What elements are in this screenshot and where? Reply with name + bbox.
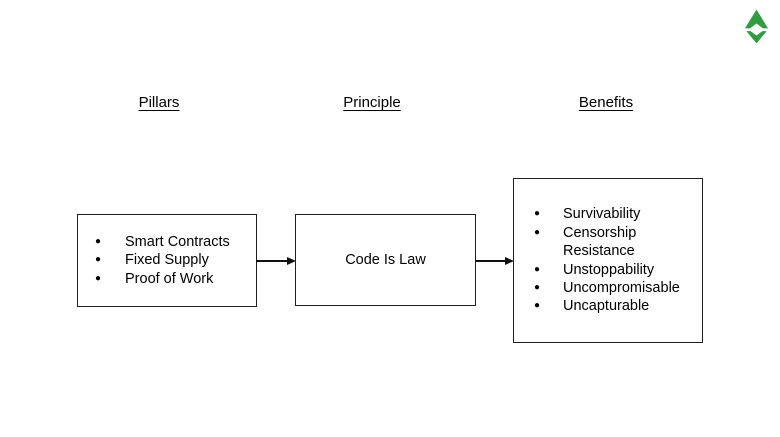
bullet-item: Uncompromisable (514, 279, 694, 298)
arrow-principle-to-benefits (476, 257, 514, 265)
bullet-item: Survivability (514, 205, 694, 224)
column-header-benefits: Benefits (578, 94, 634, 111)
principle-box: Code Is Law (295, 214, 476, 306)
arrow-pillars-to-principle (256, 257, 296, 265)
bullet-item: Censorship Resistance (514, 224, 694, 261)
pillars-list: Smart ContractsFixed SupplyProof of Work (78, 233, 256, 289)
column-header-pillars: Pillars (138, 94, 180, 111)
bullet-item: Proof of Work (78, 270, 248, 289)
bullet-item: Uncapturable (514, 297, 694, 316)
principle-label: Code Is Law (345, 252, 426, 268)
benefits-box: SurvivabilityCensorship ResistanceUnstop… (513, 178, 703, 343)
benefits-list: SurvivabilityCensorship ResistanceUnstop… (514, 205, 702, 316)
bullet-item: Smart Contracts (78, 233, 248, 252)
ethereum-classic-logo-icon (743, 9, 770, 44)
bullet-item: Unstoppability (514, 261, 694, 280)
bullet-item: Fixed Supply (78, 251, 248, 270)
column-header-principle: Principle (343, 94, 401, 111)
pillars-box: Smart ContractsFixed SupplyProof of Work (77, 214, 257, 307)
